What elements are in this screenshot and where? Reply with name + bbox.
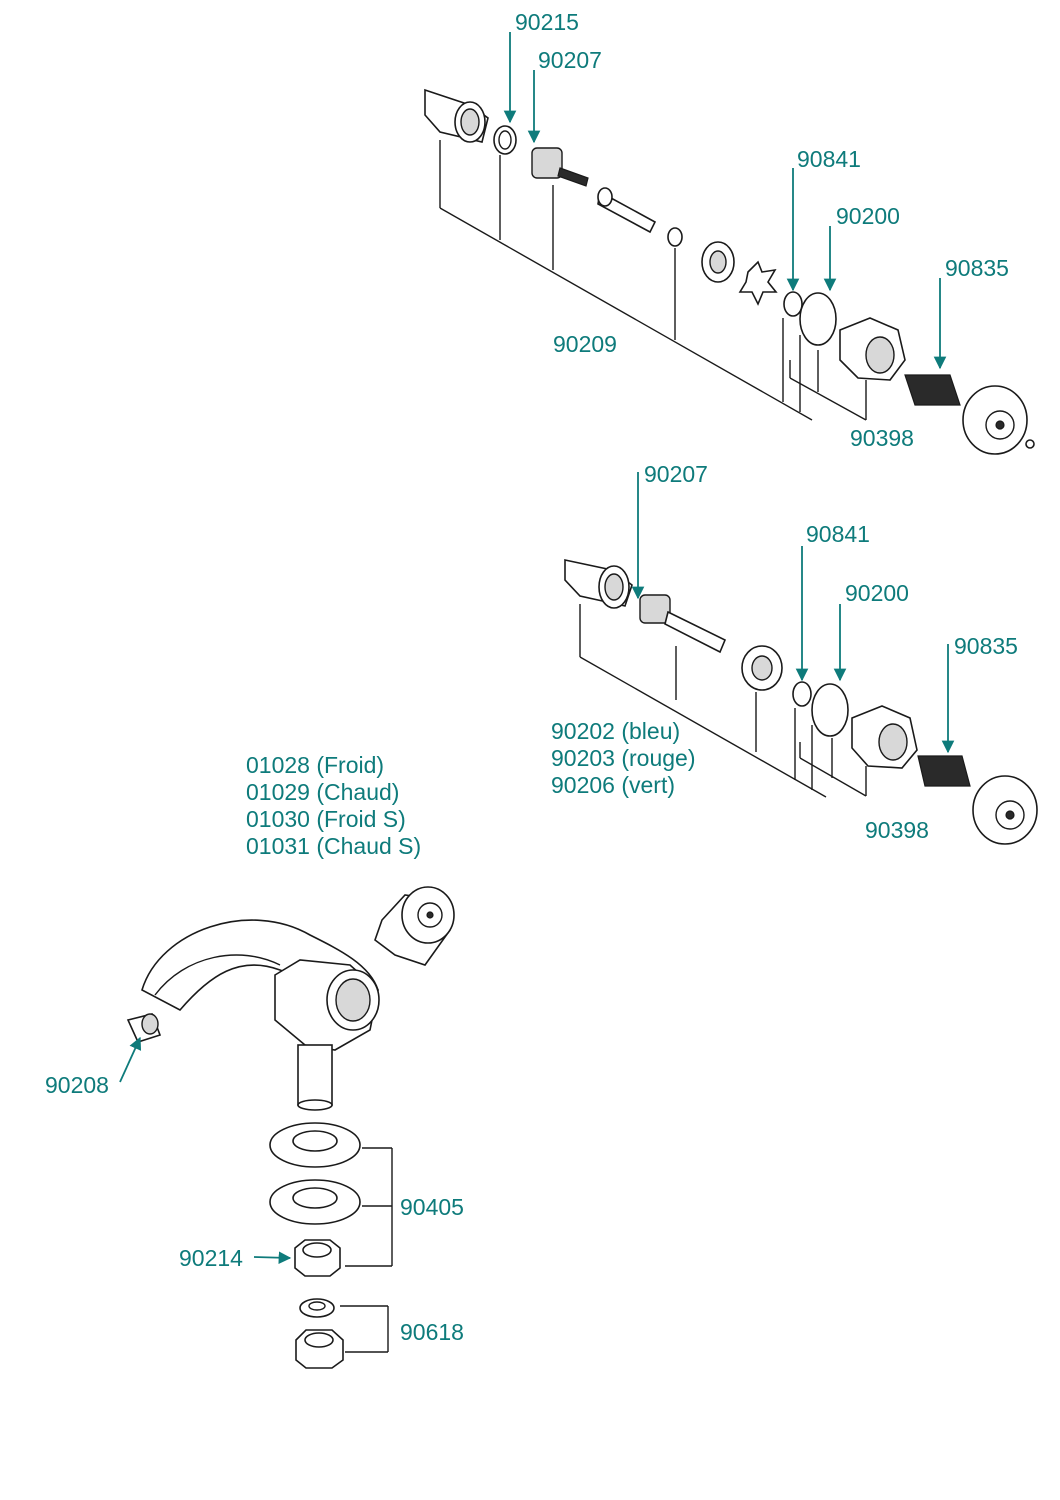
label-top-90841: 90841 [797, 146, 861, 172]
label-bot-90405: 90405 [400, 1194, 464, 1220]
top-clip [493, 125, 517, 155]
top-oring-small [667, 227, 683, 247]
faucet-stem [297, 1044, 333, 1111]
mid-ring-90200 [811, 683, 849, 737]
label-mid-90206: 90206 (vert) [551, 772, 676, 798]
faucet-cartridge [374, 886, 455, 966]
label-mid-90398: 90398 [865, 817, 929, 843]
label-mid-90203: 90203 (rouge) [551, 745, 696, 771]
label-top-90398: 90398 [850, 425, 914, 451]
mid-leader-lines [579, 604, 867, 798]
washer-90618 [299, 1298, 335, 1318]
top-cap [962, 385, 1028, 455]
mid-hexnut-90398 [851, 705, 918, 769]
top-assembly [424, 32, 1035, 455]
washer-90405-bottom [269, 1179, 361, 1225]
label-bot-90214: 90214 [179, 1245, 243, 1271]
top-arrows [503, 32, 947, 370]
top-hexnut-90398 [839, 317, 906, 381]
nut-90618 [295, 1329, 344, 1369]
top-screw [1025, 439, 1035, 449]
bottom-arrows [119, 1036, 292, 1264]
label-top-90835: 90835 [945, 255, 1009, 281]
label-mid-90835: 90835 [954, 633, 1018, 659]
top-ring-90200 [799, 292, 837, 346]
label-bot-90208: 90208 [45, 1072, 109, 1098]
top-spring-90835 [904, 374, 961, 406]
mid-arrows [631, 472, 955, 754]
top-cartridge-head [531, 147, 589, 187]
label-mid-90202: 90202 (bleu) [551, 718, 681, 744]
faucet-body-assembly [119, 886, 455, 1369]
faucet-body [274, 959, 380, 1051]
middle-assembly [564, 472, 1038, 845]
top-sleeve [424, 88, 489, 143]
aerator-90208 [126, 1013, 162, 1043]
label-top-90200: 90200 [836, 203, 900, 229]
mid-washer-90841 [792, 681, 812, 707]
label-body-01029: 01029 (Chaud) [246, 779, 400, 805]
label-top-90215: 90215 [515, 9, 579, 35]
label-mid-90200: 90200 [845, 580, 909, 606]
washer-90405-top [269, 1122, 361, 1168]
label-top-90209: 90209 [553, 331, 617, 357]
top-leader-lines [439, 140, 867, 421]
label-bot-90618: 90618 [400, 1319, 464, 1345]
label-body-01031: 01031 (Chaud S) [246, 833, 422, 859]
mid-sleeve [564, 559, 633, 609]
nut-90214 [294, 1239, 341, 1277]
label-mid-90841: 90841 [806, 521, 870, 547]
mid-spring-90835 [917, 755, 971, 787]
mid-gear [741, 645, 783, 691]
top-gear [701, 241, 735, 283]
top-washer-90841 [783, 291, 803, 317]
mid-cap [972, 775, 1038, 845]
top-star [738, 260, 778, 306]
label-body-01030: 01030 (Froid S) [246, 806, 406, 832]
top-stem [597, 187, 657, 234]
mid-cartridge [639, 594, 727, 654]
bottom-leader-lines [340, 1147, 393, 1353]
label-body-01028: 01028 (Froid) [246, 752, 385, 778]
label-mid-90207: 90207 [644, 461, 708, 487]
label-top-90207: 90207 [538, 47, 602, 73]
